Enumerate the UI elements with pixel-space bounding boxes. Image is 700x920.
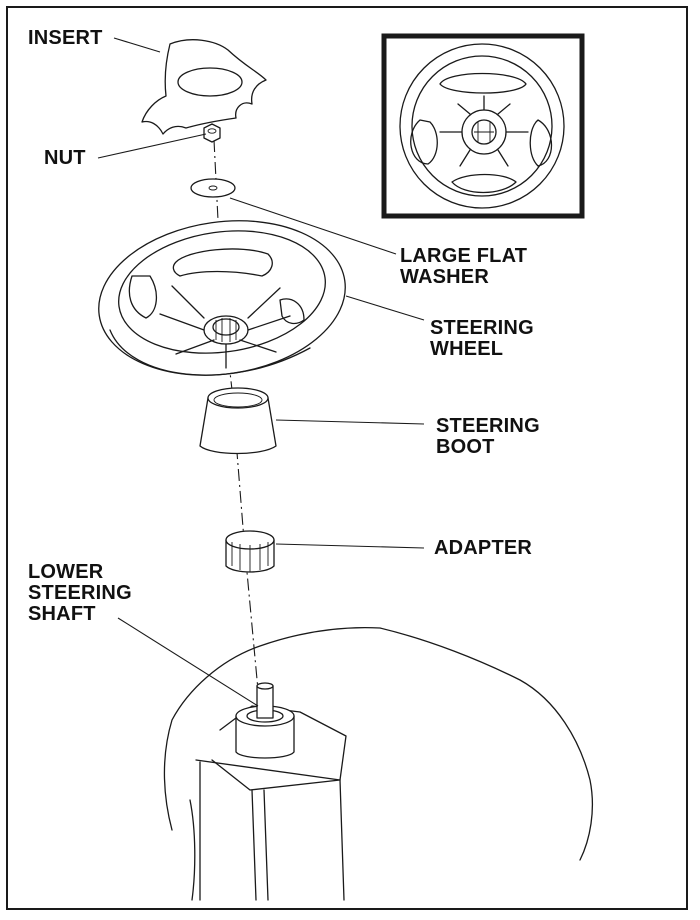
- shaft-label-line2: STEERING: [28, 582, 132, 604]
- adapter-part: [225, 530, 275, 573]
- wheel-label-line2: WHEEL: [430, 338, 504, 360]
- lower-steering-shaft-part: [235, 682, 295, 759]
- insert-label: INSERT: [28, 27, 103, 49]
- steering-wheel-part: [98, 220, 346, 376]
- wheel-leader: [345, 295, 425, 321]
- nut-part: [203, 123, 221, 143]
- washer-label-line2: WASHER: [400, 266, 489, 288]
- steering-boot-part: [199, 387, 277, 455]
- page-border: [6, 6, 688, 910]
- washer-leader: [229, 197, 397, 255]
- boot-label-line1: STEERING: [436, 415, 540, 437]
- boot-leader: [275, 419, 425, 425]
- boot-label-line2: BOOT: [436, 436, 495, 458]
- insert-leader: [113, 37, 161, 53]
- nut-leader: [97, 133, 207, 159]
- frame-shroud: [163, 627, 594, 901]
- wheel-label-line1: STEERING: [430, 317, 534, 339]
- adapter-leader: [275, 543, 425, 549]
- washer-label-line1: LARGE FLAT: [400, 245, 528, 267]
- shaft-label-line1: LOWER: [28, 561, 104, 583]
- inset-detail: [381, 33, 585, 219]
- adapter-label: ADAPTER: [434, 537, 533, 559]
- shaft-label-line3: SHAFT: [28, 603, 96, 625]
- washer-part: [190, 178, 236, 198]
- insert-part: [141, 39, 267, 135]
- shaft-leader: [117, 617, 259, 707]
- nut-label: NUT: [44, 147, 86, 169]
